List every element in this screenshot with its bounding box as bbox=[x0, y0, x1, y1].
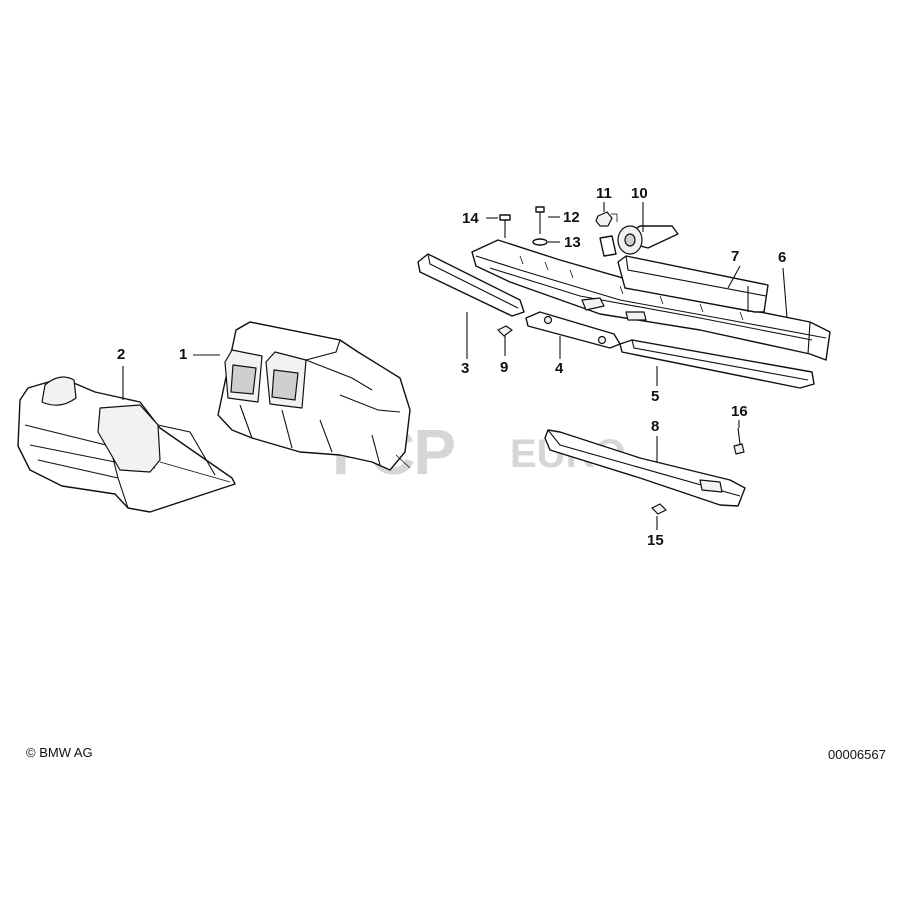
callout-3: 3 bbox=[461, 360, 470, 377]
part-13-washer bbox=[532, 238, 548, 246]
callout-9: 9 bbox=[500, 359, 509, 376]
callout-12: 12 bbox=[563, 209, 580, 226]
part-3-bar bbox=[417, 253, 525, 317]
part-16-screw bbox=[733, 427, 745, 455]
callout-7: 7 bbox=[731, 248, 740, 265]
callout-16: 16 bbox=[731, 403, 748, 420]
copyright-label: © BMW AG bbox=[26, 745, 93, 760]
callout-15: 15 bbox=[647, 532, 664, 549]
callout-13: 13 bbox=[564, 234, 581, 251]
part-15-screw bbox=[651, 503, 667, 515]
part-7-bracket bbox=[617, 255, 769, 313]
part-4-brace bbox=[525, 311, 621, 349]
callout-8: 8 bbox=[651, 418, 660, 435]
part-1-air-duct bbox=[217, 321, 411, 471]
part-14-screw bbox=[499, 214, 511, 238]
callout-2: 2 bbox=[117, 346, 126, 363]
part-12-bolt bbox=[535, 206, 545, 234]
callout-4: 4 bbox=[555, 360, 564, 377]
callout-5: 5 bbox=[651, 388, 660, 405]
part-6-carrier bbox=[471, 239, 831, 361]
callout-14: 14 bbox=[462, 210, 479, 227]
callout-10: 10 bbox=[631, 185, 648, 202]
part-5-bar bbox=[619, 339, 815, 389]
callout-11: 11 bbox=[596, 185, 612, 202]
part-8-lower-trim bbox=[544, 429, 746, 507]
part-9-screw bbox=[497, 325, 513, 337]
part-10-mount bbox=[599, 225, 679, 257]
diagram-number: 00006567 bbox=[828, 747, 886, 762]
part-11-nut bbox=[595, 211, 613, 227]
part-2-air-intake-grille bbox=[17, 376, 236, 513]
callout-1: 1 bbox=[179, 346, 188, 363]
leader-lines bbox=[122, 202, 788, 530]
callout-6: 6 bbox=[778, 249, 787, 266]
